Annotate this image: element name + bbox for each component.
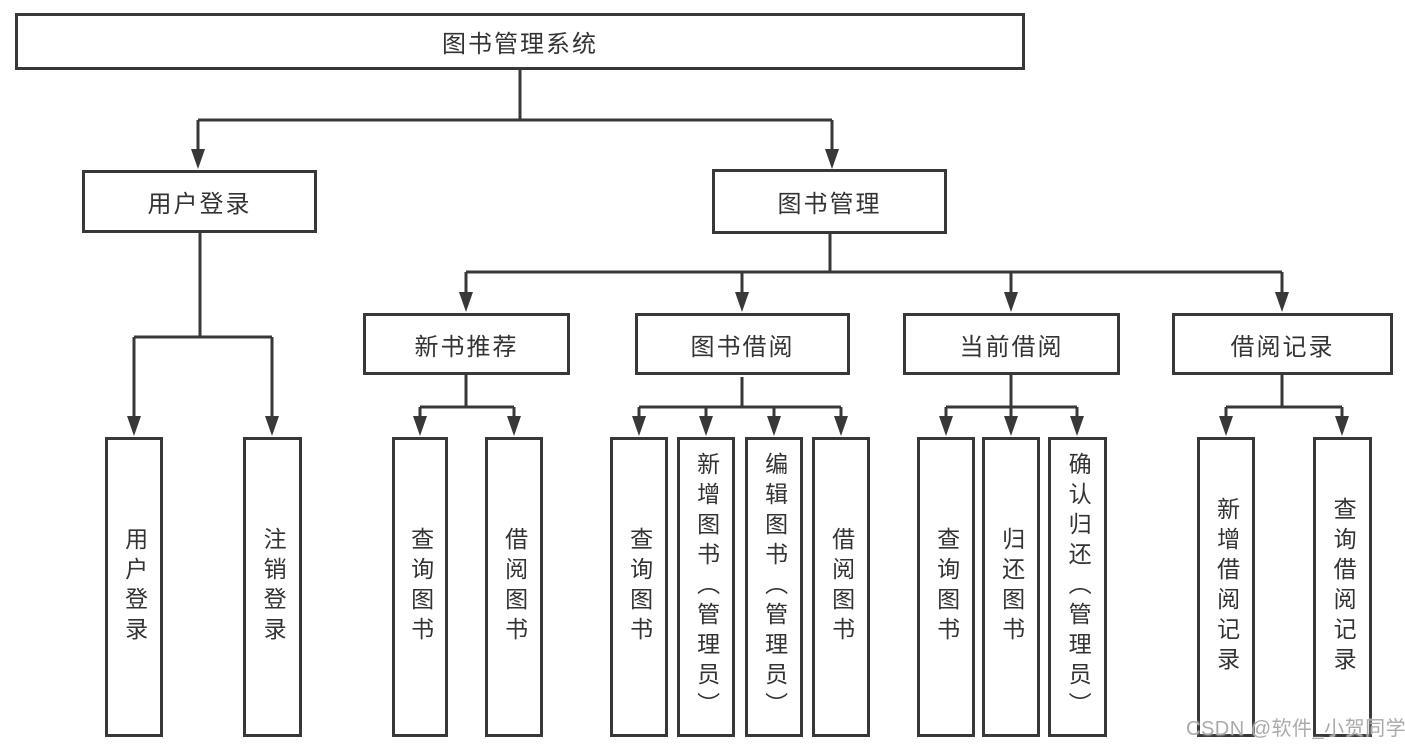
node-book-management: 图书管理 — [712, 169, 947, 234]
node-leaf-add-borrow-record: 新增借阅记录 — [1197, 437, 1255, 737]
node-borrowing-records: 借阅记录 — [1172, 313, 1393, 375]
edge-user-login-to-children — [132, 233, 274, 420]
node-label: 新增图书（管理员） — [693, 452, 720, 722]
node-label: 新增借阅记录 — [1213, 497, 1240, 677]
node-label: 注销登录 — [260, 527, 287, 647]
node-label: 编辑图书（管理员） — [761, 452, 788, 722]
node-label: 确认归还（管理员） — [1065, 452, 1092, 722]
node-label: 当前借阅 — [959, 333, 1064, 361]
edge-book-mgmt-to-level3 — [464, 234, 1284, 296]
node-current-borrowing: 当前借阅 — [903, 313, 1120, 375]
edge-borrow-record-to-children — [1224, 375, 1344, 420]
node-leaf-borrow-books: 借阅图书 — [812, 437, 870, 737]
connector-edges — [132, 70, 1344, 420]
node-label: 用户登录 — [121, 527, 148, 647]
node-label: 图书借阅 — [690, 333, 795, 361]
node-label: 查询借阅记录 — [1330, 497, 1357, 677]
node-user-login: 用户登录 — [82, 170, 317, 233]
node-label: 归还图书 — [998, 527, 1025, 647]
node-label: 查询图书 — [933, 527, 960, 647]
edge-book-borrow-to-children — [637, 377, 843, 420]
node-library-management-system: 图书管理系统 — [15, 13, 1025, 70]
node-leaf-confirm-return-admin: 确认归还（管理员） — [1048, 437, 1107, 737]
edge-current-borrow-to-children — [944, 375, 1079, 420]
node-new-book-recommendation: 新书推荐 — [363, 313, 570, 375]
edge-root-to-level2 — [196, 70, 834, 153]
node-leaf-query-books: 查询图书 — [610, 437, 668, 737]
node-label: 查询图书 — [626, 527, 653, 647]
node-label: 图书管理 — [777, 191, 882, 218]
node-leaf-user-login: 用户登录 — [105, 437, 163, 737]
node-leaf-edit-books-admin: 编辑图书（管理员） — [745, 437, 803, 737]
node-leaf-query-borrow-record: 查询借阅记录 — [1313, 437, 1372, 737]
node-label: 用户登录 — [147, 191, 252, 218]
edge-new-book-to-children — [418, 375, 516, 420]
arrowhead-markers — [127, 149, 1349, 436]
node-book-borrowing: 图书借阅 — [635, 313, 850, 375]
node-label: 查询图书 — [407, 527, 434, 647]
node-leaf-add-books-admin: 新增图书（管理员） — [677, 437, 735, 737]
node-label: 图书管理系统 — [442, 31, 598, 58]
node-label: 借阅记录 — [1230, 333, 1335, 361]
node-label: 借阅图书 — [501, 527, 528, 647]
csdn-watermark: CSDN @软件_小贺同学 — [1186, 718, 1405, 740]
node-leaf-query-books: 查询图书 — [392, 437, 448, 737]
node-label: 新书推荐 — [414, 333, 519, 361]
node-leaf-return-books: 归还图书 — [982, 437, 1040, 737]
node-leaf-logout: 注销登录 — [243, 437, 302, 737]
node-label: 借阅图书 — [828, 527, 855, 647]
node-leaf-query-books: 查询图书 — [917, 437, 975, 737]
node-leaf-borrow-books: 借阅图书 — [485, 437, 543, 737]
arrowhead-icon — [127, 149, 1349, 436]
